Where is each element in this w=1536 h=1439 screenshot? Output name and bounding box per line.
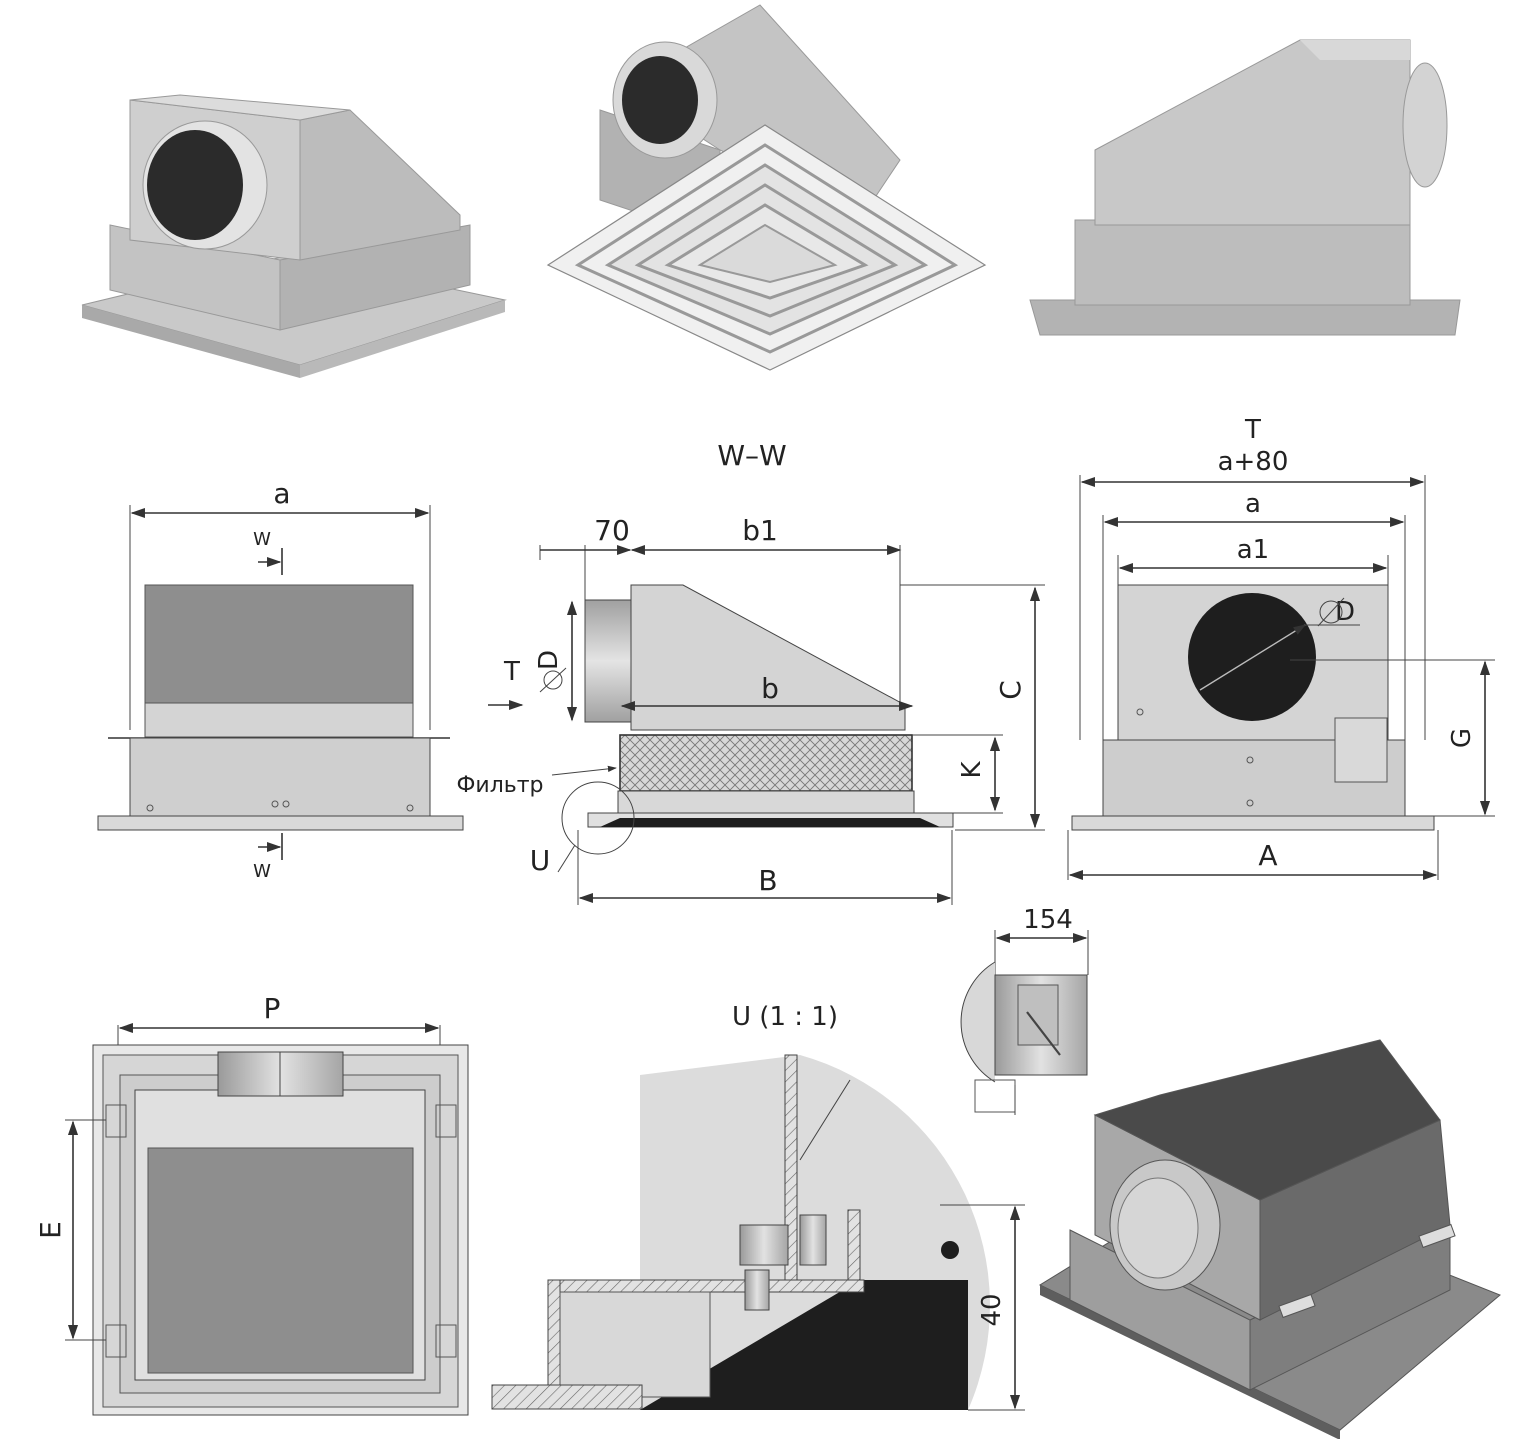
dim-E-label: E: [34, 1221, 67, 1239]
dim-a1-label: a1: [1237, 535, 1269, 565]
dim-G-label: G: [1447, 728, 1477, 748]
detail-U-title: U (1 : 1): [732, 1002, 838, 1032]
dim-D-side-label: D: [534, 650, 564, 670]
dim-b-label: b: [761, 672, 779, 705]
filter-label: Фильтр: [456, 773, 543, 798]
cut-w-top-label: W: [253, 529, 271, 550]
render-right-view: [1029, 39, 1461, 336]
dim-B-label: B: [758, 864, 777, 897]
section-ww-title: W–W: [717, 439, 786, 472]
render-bottom-right: [1038, 1039, 1501, 1439]
right-T-label: T: [1244, 415, 1261, 445]
dim-154-label: 154: [1023, 905, 1073, 935]
arrow-T-label: T: [503, 657, 520, 687]
section-ww: W–W 70 b1 D T b Фильтр U C: [456, 439, 1045, 905]
dim-a-right-label: a: [1245, 489, 1261, 519]
dim-C-label: C: [994, 680, 1027, 700]
detail-U-mark: U: [530, 844, 551, 877]
render-left-view: [81, 94, 507, 378]
dim-D-front-label: D: [1335, 597, 1355, 627]
front-view-left: a W W: [97, 477, 464, 882]
render-center-view: [546, 4, 987, 371]
dim-b1-label: b1: [742, 514, 778, 547]
dim-a80-label: a+80: [1218, 447, 1289, 477]
dim-K-label: K: [957, 761, 987, 779]
damper-detail: 154: [960, 905, 1089, 1115]
dim-70-label: 70: [594, 514, 630, 547]
dim-a-label: a: [273, 477, 290, 510]
cut-w-bottom-label: W: [253, 861, 271, 882]
side-view-right: T a+80 a a1 D G A: [1067, 415, 1495, 881]
detail-u: U (1 : 1) 40: [491, 1002, 1025, 1411]
dim-A-label: A: [1258, 839, 1277, 872]
top-view: P E: [34, 992, 469, 1416]
dim-40-label: 40: [977, 1293, 1007, 1326]
dim-P-label: P: [264, 992, 281, 1025]
